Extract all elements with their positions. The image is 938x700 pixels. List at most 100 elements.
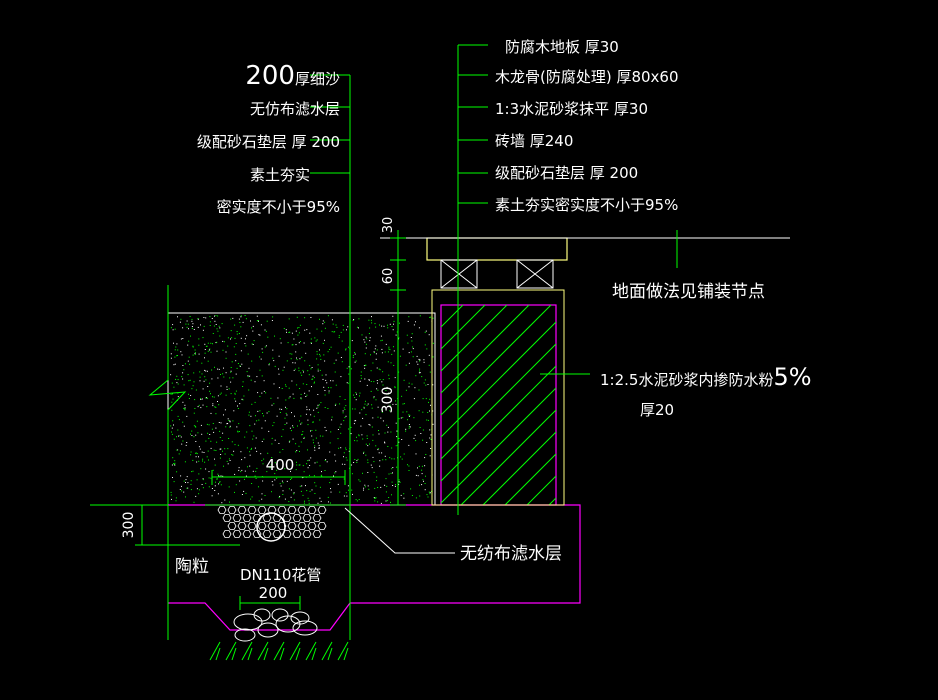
stipple-dot xyxy=(288,387,290,389)
stipple-dot xyxy=(227,423,229,424)
stipple-dot xyxy=(317,406,319,408)
stipple-dot xyxy=(432,356,434,358)
ceramsite-cluster xyxy=(217,506,327,538)
stipple-dot xyxy=(194,399,196,401)
stipple-dot xyxy=(324,426,326,428)
stipple-dot xyxy=(252,325,254,327)
stipple-dot xyxy=(230,393,232,395)
stipple-dot xyxy=(197,406,199,408)
stipple-dot xyxy=(408,352,410,354)
ceramsite-granule xyxy=(312,530,322,538)
stipple-dot xyxy=(369,327,371,329)
stipple-dot xyxy=(317,394,319,395)
stipple-dot xyxy=(189,363,191,365)
soil-hatch-stroke xyxy=(321,641,333,661)
stipple-dot xyxy=(429,316,431,318)
stipple-dot xyxy=(234,398,236,400)
stipple-dot xyxy=(277,397,279,399)
stipple-dot xyxy=(428,364,430,366)
stipple-dot xyxy=(426,442,428,443)
stipple-dot xyxy=(335,460,337,462)
stipple-dot xyxy=(174,349,176,351)
stipple-dot xyxy=(417,363,419,365)
stipple-dot xyxy=(191,326,193,327)
stipple-dot xyxy=(182,327,184,329)
right-label-gravel: 级配砂石垫层 厚 200 xyxy=(495,164,638,182)
stipple-dot xyxy=(235,373,237,375)
stipple-dot xyxy=(279,495,281,497)
stipple-dot xyxy=(178,453,180,455)
stipple-dot xyxy=(279,483,281,485)
stipple-dot xyxy=(408,382,410,384)
stipple-dot xyxy=(293,369,295,371)
stipple-dot xyxy=(341,463,343,465)
stipple-dot xyxy=(176,449,178,451)
stipple-dot xyxy=(220,392,222,394)
stipple-dot xyxy=(307,497,309,499)
stipple-dot xyxy=(340,423,342,425)
stipple-dot xyxy=(180,475,182,477)
stipple-dot xyxy=(259,410,261,412)
stipple-dot xyxy=(396,331,398,333)
stipple-dot xyxy=(387,431,389,433)
stipple-dot xyxy=(316,351,318,353)
stipple-dot xyxy=(188,380,190,382)
stipple-dot xyxy=(387,351,389,353)
stipple-dot xyxy=(300,372,302,374)
stipple-dot xyxy=(205,317,207,319)
stipple-dot xyxy=(175,500,177,502)
ceramsite-granule xyxy=(237,522,247,530)
stipple-dot xyxy=(264,329,266,331)
stipple-dot xyxy=(286,480,288,482)
stipple-dot xyxy=(246,335,248,337)
stipple-dot xyxy=(365,414,367,416)
stipple-dot xyxy=(342,412,344,414)
stipple-dot xyxy=(354,459,356,460)
stipple-dot xyxy=(239,322,241,323)
stipple-dot xyxy=(241,398,243,400)
stipple-dot xyxy=(171,433,173,435)
stipple-dot xyxy=(243,395,245,397)
stipple-dot xyxy=(174,462,176,464)
wall-hatch-stroke xyxy=(440,304,530,394)
stipple-dot xyxy=(417,475,419,477)
stipple-dot xyxy=(190,335,191,337)
stipple-dot xyxy=(170,327,172,329)
stipple-dot xyxy=(316,461,318,463)
stipple-dot xyxy=(299,451,300,452)
stipple-dot xyxy=(298,332,300,334)
stipple-dot xyxy=(292,426,294,428)
stipple-dot xyxy=(347,382,349,384)
stipple-dot xyxy=(185,482,186,483)
stipple-dot xyxy=(196,453,198,455)
stipple-dot xyxy=(297,327,298,329)
stipple-dot xyxy=(223,465,224,467)
stipple-dot xyxy=(290,479,291,480)
stipple-dot xyxy=(384,432,386,434)
wall-hatch-stroke xyxy=(440,304,486,350)
stipple-dot xyxy=(306,409,308,411)
stipple-dot xyxy=(384,441,385,443)
stipple-dot xyxy=(368,379,370,380)
stipple-dot xyxy=(395,400,396,402)
stipple-dot xyxy=(191,318,193,320)
stipple-dot xyxy=(294,368,296,370)
stipple-dot xyxy=(190,480,192,482)
stipple-dot xyxy=(209,348,211,350)
stipple-dot xyxy=(192,470,194,472)
stipple-dot xyxy=(380,340,382,342)
stipple-dot xyxy=(292,425,294,427)
stipple-dot xyxy=(218,325,220,327)
stipple-dot xyxy=(335,471,337,473)
stipple-dot xyxy=(327,351,329,353)
stipple-dot xyxy=(195,441,197,442)
stipple-dot xyxy=(296,384,298,386)
stipple-dot xyxy=(329,442,331,444)
soil-hatch-stroke xyxy=(225,641,237,661)
stipple-dot xyxy=(250,379,252,381)
stipple-dot xyxy=(376,476,378,478)
stipple-dot xyxy=(251,343,253,345)
stipple-dot xyxy=(319,419,321,421)
stipple-dot xyxy=(351,489,353,491)
stipple-dot xyxy=(296,450,298,452)
